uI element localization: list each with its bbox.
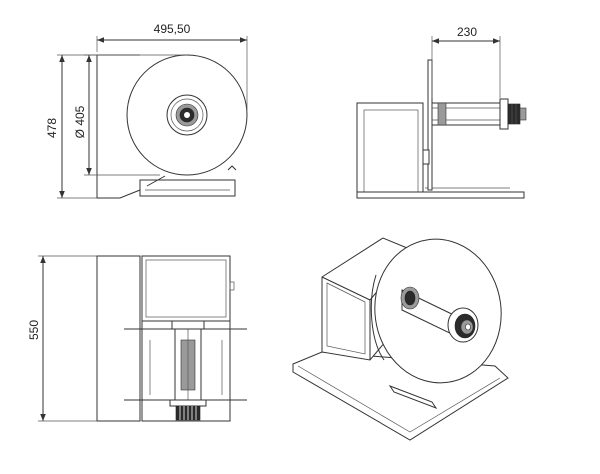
side-view [356, 59, 527, 199]
isometric-view [292, 237, 509, 441]
dim-shaft-length: 230 [457, 25, 477, 39]
dim-overall-width: 495,50 [154, 22, 191, 36]
side-view-dimensions: 230 [431, 25, 501, 98]
dim-overall-height: 478 [45, 118, 59, 138]
front-view [96, 54, 248, 199]
top-view [96, 255, 247, 422]
dim-base-depth: 550 [27, 320, 41, 340]
dim-roll-diameter: Ø 405 [73, 105, 87, 138]
top-view-dimensions: 550 [27, 255, 97, 422]
front-view-dimensions: 495,50 478 Ø 405 [45, 22, 248, 199]
